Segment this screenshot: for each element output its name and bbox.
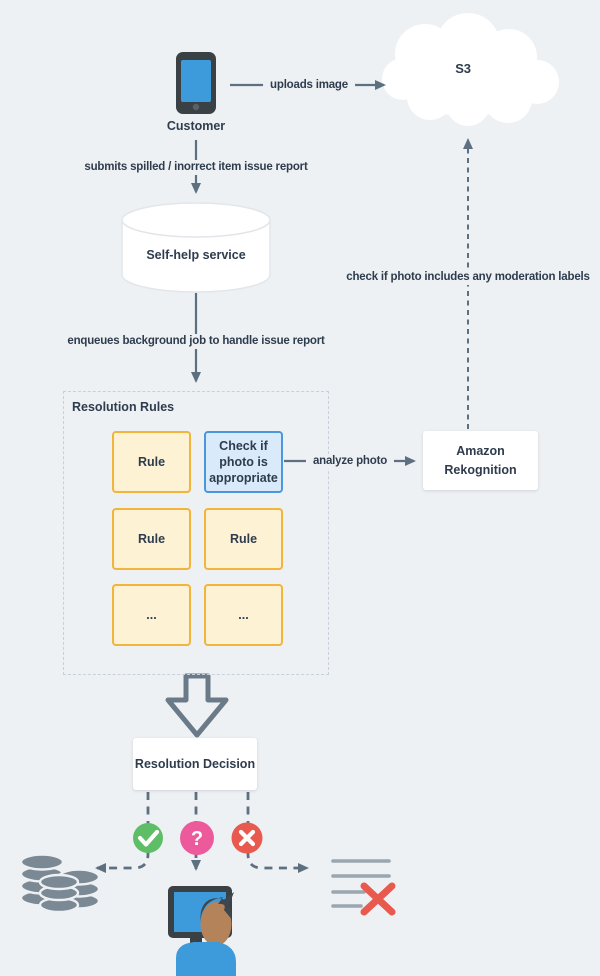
rule-cell: Rule	[204, 508, 283, 570]
question-mark: ?	[191, 828, 203, 850]
rule-cell: Rule	[112, 431, 191, 493]
uploads-image-label: uploads image	[263, 78, 355, 93]
resolution-rules-panel: Resolution Rules Rule Check if photo is …	[63, 391, 329, 675]
branch-deny-line	[246, 792, 309, 873]
rule-cell-ellipsis: ...	[204, 584, 283, 646]
rejected-report-icon	[331, 859, 396, 916]
x-icon	[238, 829, 256, 847]
submits-report-label: submits spilled / inorrect item issue re…	[77, 160, 315, 175]
customer-label: Customer	[166, 119, 226, 133]
s3-label: S3	[455, 61, 471, 76]
deny-badge	[231, 822, 263, 854]
question-badge: ?	[180, 821, 214, 855]
agent-review-icon	[168, 886, 236, 976]
approve-badge	[133, 823, 163, 853]
check-moderation-label: check if photo includes any moderation l…	[339, 270, 597, 285]
branch-approve-line	[95, 792, 150, 873]
rule-cell: Rule	[112, 508, 191, 570]
cloud-icon	[382, 13, 559, 126]
check-icon	[137, 829, 160, 847]
resolution-decision-node: Resolution Decision	[133, 738, 257, 790]
check-photo-rule-cell: Check if photo is appropriate	[204, 431, 283, 493]
smartphone-icon	[176, 52, 216, 114]
resolution-rules-title: Resolution Rules	[72, 400, 175, 414]
amazon-rekognition-node: Amazon Rekognition	[423, 431, 538, 490]
big-down-arrow	[165, 673, 229, 738]
refund-coins-icon	[19, 853, 101, 914]
rule-cell-ellipsis: ...	[112, 584, 191, 646]
self-help-service-label: Self-help service	[146, 248, 246, 262]
enqueues-job-label: enqueues background job to handle issue …	[60, 334, 332, 349]
analyze-photo-label: analyze photo	[305, 454, 395, 469]
database-cylinder-icon	[121, 202, 271, 293]
